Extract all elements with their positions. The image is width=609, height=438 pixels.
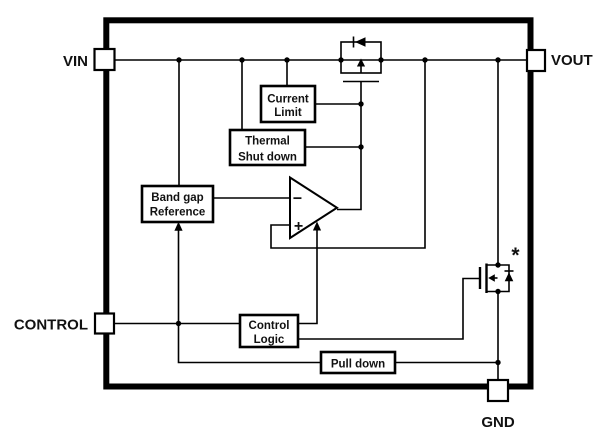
junction-dot xyxy=(239,57,245,63)
thermal-shutdown-label-1: Thermal xyxy=(245,136,290,148)
amp-noninverting-input-label: + xyxy=(294,218,303,235)
wire-amp-output-to-gate xyxy=(337,81,362,211)
pulldown-fet xyxy=(478,263,514,293)
junction-dots xyxy=(175,57,501,366)
wires xyxy=(114,59,527,380)
junction-dot xyxy=(495,359,501,366)
bandgap-reference-box xyxy=(140,184,215,224)
control-logic-block: Control Logic xyxy=(238,313,300,349)
vin-pin xyxy=(93,47,116,72)
junction-dot xyxy=(495,262,501,268)
thermal-shutdown-block: Thermal Shut down xyxy=(228,128,307,167)
control-pin xyxy=(93,312,116,335)
bandgap-label-2: Reference xyxy=(150,207,206,219)
body-diode-icon xyxy=(355,37,366,47)
pull-down-block: Pull down xyxy=(319,350,397,375)
pull-down-box xyxy=(319,350,397,375)
bandgap-label-1: Band gap xyxy=(151,192,203,204)
asterisk-note: * xyxy=(511,244,520,267)
chip-outline xyxy=(103,17,534,390)
control-logic-box xyxy=(238,313,300,349)
wire-control-to-pulldown xyxy=(177,323,321,364)
current-limit-block: Current Limit xyxy=(259,84,317,124)
error-amplifier-triangle xyxy=(289,175,339,240)
junction-dot xyxy=(358,101,364,107)
fet-body-diode-icon xyxy=(504,272,514,282)
junction-dot xyxy=(358,144,364,150)
junction-dot xyxy=(338,57,344,63)
vout-pin xyxy=(525,48,547,73)
gnd-pin xyxy=(486,378,510,403)
current-limit-box xyxy=(259,84,317,124)
wire-logic-to-amp xyxy=(298,229,318,325)
vin-pin-label: VIN xyxy=(63,53,88,70)
pull-down-label: Pull down xyxy=(331,359,385,371)
current-limit-label-2: Limit xyxy=(274,107,302,119)
arrow-into-bandgap-icon xyxy=(174,221,183,231)
control-logic-label-1: Control xyxy=(249,320,290,332)
junction-dot xyxy=(495,288,501,295)
junction-dot xyxy=(284,57,290,63)
pass-transistor-arrow-icon xyxy=(356,58,366,67)
thermal-shutdown-box xyxy=(228,128,307,167)
wire-logic-to-fet-gate xyxy=(298,277,479,340)
control-logic-label-2: Logic xyxy=(254,334,285,346)
junction-dot xyxy=(175,320,182,327)
amp-inverting-input-label: − xyxy=(293,191,302,208)
bandgap-reference-block: Band gap Reference xyxy=(140,184,215,224)
gnd-pin-label: GND xyxy=(481,414,515,431)
junction-dot xyxy=(378,57,384,63)
thermal-shutdown-label-2: Shut down xyxy=(238,152,297,164)
junction-dot xyxy=(422,57,428,63)
pulldown-fet-arrow-icon xyxy=(488,274,495,282)
junction-dot xyxy=(495,57,501,63)
control-pin-label: CONTROL xyxy=(14,317,88,334)
current-limit-label-1: Current xyxy=(267,94,309,106)
vout-pin-label: VOUT xyxy=(551,52,593,69)
wire-vout-feedback xyxy=(270,60,426,249)
pass-transistor xyxy=(340,36,382,74)
junction-dot xyxy=(176,57,182,63)
arrow-into-amp-icon xyxy=(312,221,322,231)
